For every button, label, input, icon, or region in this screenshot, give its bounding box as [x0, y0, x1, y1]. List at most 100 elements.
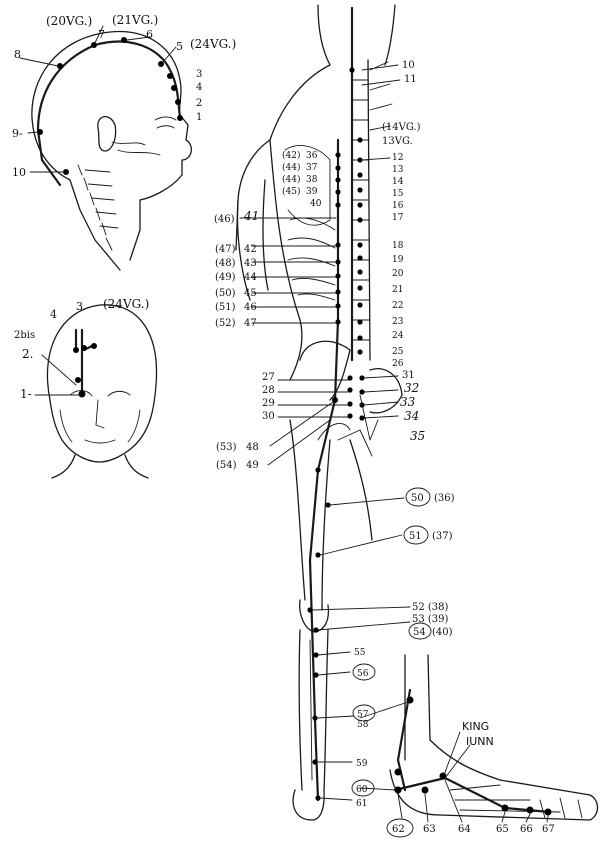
- label-hip-28: 28: [262, 385, 275, 396]
- label-24vg-front: (24VG.): [103, 297, 149, 311]
- label-leg-55: 55: [354, 648, 366, 658]
- label-8: 8: [14, 48, 21, 61]
- label-back-20: 20: [392, 269, 404, 279]
- label-back-16: 16: [392, 201, 404, 211]
- label-iunn: IUNN: [466, 735, 494, 748]
- label-hip-30: 30: [262, 411, 275, 422]
- label-p54: (54): [216, 460, 237, 471]
- label-back-22: 22: [392, 301, 403, 311]
- label-front-4: 4: [50, 308, 57, 321]
- label-back-46: 46: [244, 302, 257, 313]
- label-king: KING: [462, 720, 489, 733]
- label-back-p45: (45): [282, 186, 300, 197]
- label-hip-29: 29: [262, 398, 275, 409]
- head-side-figure: [19, 25, 192, 271]
- label-6: 6: [146, 28, 153, 41]
- label-back-p50: (50): [215, 288, 236, 299]
- label-2: 2: [196, 98, 202, 109]
- label-foot-67: 67: [542, 824, 555, 835]
- label-hip-32: 32: [404, 381, 419, 395]
- label-back-13: 13: [392, 165, 404, 175]
- label-hip-31: 31: [402, 370, 415, 381]
- label-49: 49: [246, 460, 259, 471]
- label-back-14vg: (14VG.): [382, 122, 421, 133]
- label-foot-63: 63: [423, 824, 436, 835]
- label-7: 7: [98, 28, 105, 41]
- label-back-23: 23: [392, 317, 404, 327]
- label-4: 4: [196, 82, 202, 93]
- label-p53: (53): [216, 442, 237, 453]
- label-leg-60: 60: [356, 785, 368, 795]
- label-back-26: 26: [392, 359, 404, 369]
- label-hip-34: 34: [404, 409, 419, 423]
- label-hip-35: 35: [410, 429, 425, 443]
- label-leg-51-paren: (37): [432, 531, 453, 542]
- label-leg-54: 54: [413, 627, 426, 638]
- label-leg-58: 58: [357, 720, 369, 730]
- label-back-21: 21: [392, 285, 403, 295]
- label-back-p47: (47): [215, 244, 236, 255]
- label-foot-66: 66: [520, 824, 533, 835]
- back-labels: 10 11 (14VG.) 13VG. 12 13 14 15 16 17 18…: [214, 60, 425, 471]
- label-back-43: 43: [244, 258, 257, 269]
- label-back-10: 10: [402, 60, 415, 71]
- head-side-labels: (20VG.) (21VG.) (24VG.) 7 6 5 8 3 4 2 1 …: [12, 13, 236, 179]
- label-48: 48: [246, 442, 259, 453]
- head-front-figure: [34, 304, 158, 479]
- foot-labels: KING IUNN 62 63 64 65 66 67: [386, 720, 555, 838]
- label-back-p46: (46): [214, 214, 235, 225]
- label-back-36: 36: [306, 151, 318, 161]
- label-back-40: 40: [310, 199, 322, 209]
- label-leg-50: 50: [411, 493, 424, 504]
- label-10: 10: [12, 166, 26, 179]
- label-back-p52: (52): [215, 318, 236, 329]
- label-front-2: 2.: [22, 347, 33, 361]
- label-leg-57: 57: [357, 710, 369, 720]
- label-leg-56: 56: [357, 669, 369, 679]
- label-leg-52: 52 (38): [412, 602, 449, 613]
- label-foot-64: 64: [458, 824, 471, 835]
- label-leg-51: 51: [409, 531, 422, 542]
- label-leg-53: 53 (39): [412, 614, 449, 625]
- label-leg-54-paren: (40): [432, 627, 453, 638]
- label-leg-50-paren: (36): [434, 493, 455, 504]
- label-back-41: 41: [243, 209, 259, 223]
- label-back-p49: (49): [215, 272, 236, 283]
- label-back-24: 24: [392, 331, 404, 341]
- label-back-25: 25: [392, 347, 404, 357]
- label-back-42: 42: [244, 244, 257, 255]
- label-back-13vg: 13VG.: [382, 136, 413, 147]
- label-back-p48: (48): [215, 258, 236, 269]
- label-back-18: 18: [392, 241, 404, 251]
- head-front-labels: 4 3 (24VG.) 2bis 2. 1-: [14, 297, 149, 401]
- label-20vg: (20VG.): [46, 14, 92, 28]
- label-back-p42: (42): [282, 150, 300, 161]
- label-back-11: 11: [404, 74, 417, 85]
- label-back-45: 45: [244, 288, 257, 299]
- label-back-19: 19: [392, 255, 404, 265]
- label-back-47: 47: [244, 318, 257, 329]
- label-leg-59: 59: [356, 759, 368, 769]
- label-back-38: 38: [306, 175, 318, 185]
- label-foot-62: 62: [392, 824, 405, 835]
- label-hip-27: 27: [262, 372, 275, 383]
- label-hip-33: 33: [400, 395, 416, 409]
- label-1: 1: [196, 112, 202, 123]
- label-back-p51: (51): [215, 302, 236, 313]
- label-21vg: (21VG.): [112, 13, 158, 27]
- label-back-12: 12: [392, 153, 403, 163]
- label-back-37: 37: [306, 163, 318, 173]
- label-3: 3: [196, 69, 202, 80]
- body-figure: [235, 4, 599, 821]
- label-back-39: 39: [306, 187, 318, 197]
- label-leg-61: 61: [356, 799, 367, 809]
- label-9: 9-: [12, 127, 23, 140]
- label-back-p44b: (44): [282, 174, 300, 185]
- label-back-14: 14: [392, 177, 404, 187]
- label-24vg-side: (24VG.): [190, 37, 236, 51]
- label-foot-65: 65: [496, 824, 509, 835]
- label-back-17: 17: [392, 213, 404, 223]
- label-back-p44a: (44): [282, 162, 300, 173]
